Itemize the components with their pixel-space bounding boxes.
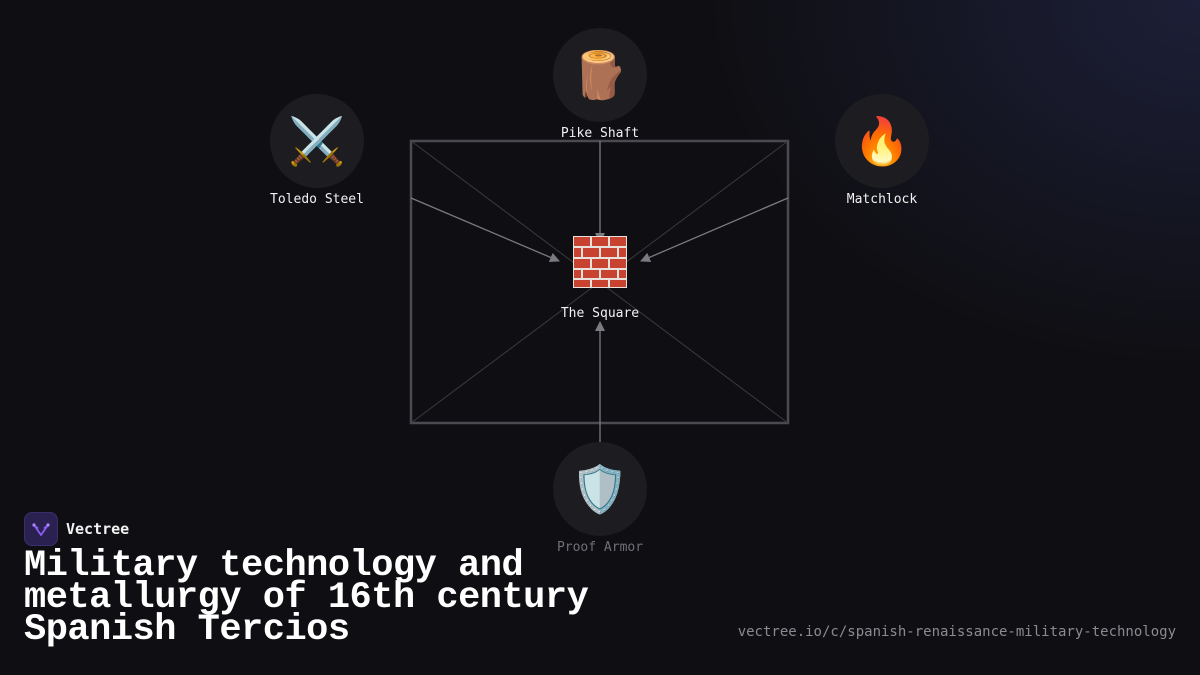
node-toledo-steel[interactable]: ⚔️ Toledo Steel bbox=[237, 94, 397, 207]
node-proof-armor[interactable]: 🛡️ Proof Armor bbox=[520, 442, 680, 555]
brick-wall-icon bbox=[573, 236, 627, 288]
page-title: Military technology and metallurgy of 16… bbox=[24, 545, 589, 651]
node-label: Toledo Steel bbox=[270, 192, 364, 207]
node-label: Pike Shaft bbox=[560, 126, 640, 141]
node-pike-shaft[interactable]: 🪵 Pike Shaft bbox=[520, 28, 680, 141]
node-the-square[interactable]: The Square bbox=[520, 236, 680, 321]
edge-steel-to-square bbox=[410, 197, 560, 263]
node-label: Matchlock bbox=[846, 192, 918, 207]
vectree-logo-icon bbox=[24, 512, 58, 546]
brand-name: Vectree bbox=[66, 520, 130, 538]
source-url[interactable]: vectree.io/c/spanish-renaissance-militar… bbox=[737, 624, 1176, 640]
shield-icon: 🛡️ bbox=[553, 442, 647, 536]
node-matchlock[interactable]: 🔥 Matchlock bbox=[802, 94, 962, 207]
node-label: Proof Armor bbox=[556, 540, 644, 555]
wood-log-icon: 🪵 bbox=[553, 28, 647, 122]
crossed-swords-icon: ⚔️ bbox=[270, 94, 364, 188]
brand[interactable]: Vectree bbox=[24, 512, 129, 546]
fire-icon: 🔥 bbox=[835, 94, 929, 188]
node-label: The Square bbox=[560, 306, 640, 321]
edge-matchlock-to-square bbox=[640, 197, 789, 263]
